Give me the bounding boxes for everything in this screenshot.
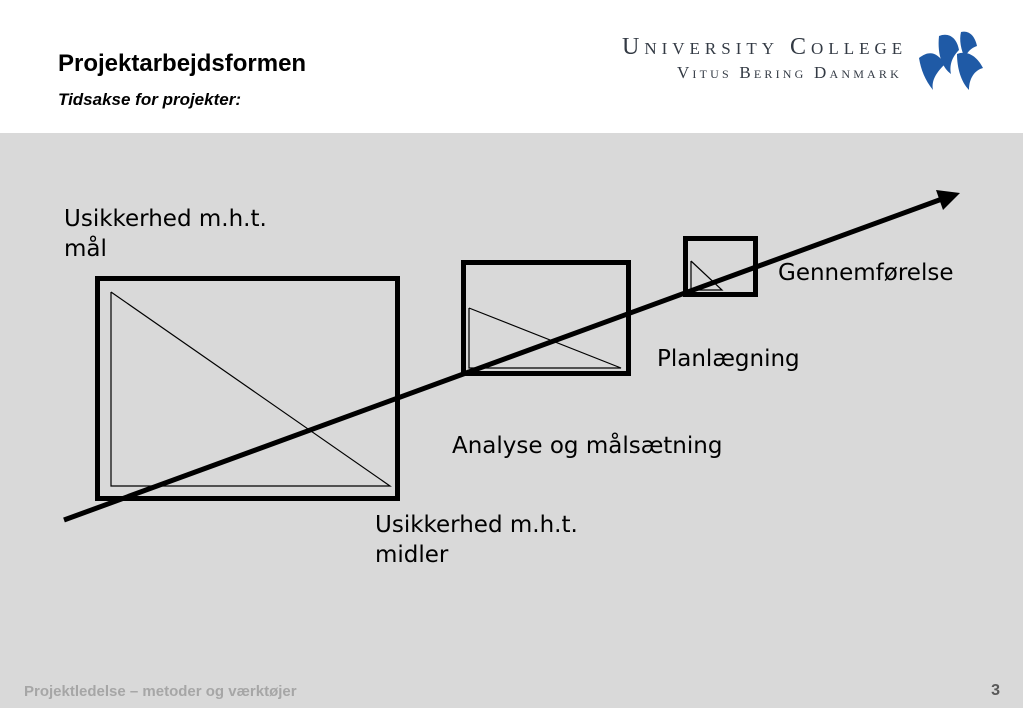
label-execution: Gennemførelse xyxy=(778,260,954,286)
slide-header: Projektarbejdsformen Tidsakse for projek… xyxy=(0,0,1023,133)
phase-box-execution xyxy=(683,236,758,297)
phase-box-analysis xyxy=(95,276,400,501)
diagram-background xyxy=(0,133,1023,708)
label-goal-uncertainty: Usikkerhed m.h.t. mål xyxy=(64,204,267,264)
phase-box-planning xyxy=(461,260,631,376)
logo-text-vitus-bering: Vitus Bering Danmark xyxy=(676,63,902,82)
footer-course-title: Projektledelse – metoder og værktøjer xyxy=(24,683,297,700)
label-means-uncertainty: Usikkerhed m.h.t. midler xyxy=(375,510,578,570)
triangle-icon xyxy=(468,307,622,369)
sails-logo-icon xyxy=(919,31,983,90)
footer-page-number: 3 xyxy=(991,682,1000,699)
label-analysis: Analyse og målsætning xyxy=(452,433,723,459)
label-planning: Planlægning xyxy=(657,346,800,372)
label-goal-uncertainty-line2: mål xyxy=(64,236,107,262)
label-goal-uncertainty-line1: Usikkerhed m.h.t. xyxy=(64,206,267,232)
label-means-uncertainty-line1: Usikkerhed m.h.t. xyxy=(375,512,578,538)
triangle-icon xyxy=(110,291,392,487)
arrow-axis-icon xyxy=(63,190,960,523)
label-means-uncertainty-line2: midler xyxy=(375,542,449,568)
slide-subtitle: Tidsakse for projekter: xyxy=(58,90,241,109)
triangle-icon xyxy=(690,260,724,291)
slide-title: Projektarbejdsformen xyxy=(58,50,307,77)
logo-text-university-college: University College xyxy=(622,34,908,60)
